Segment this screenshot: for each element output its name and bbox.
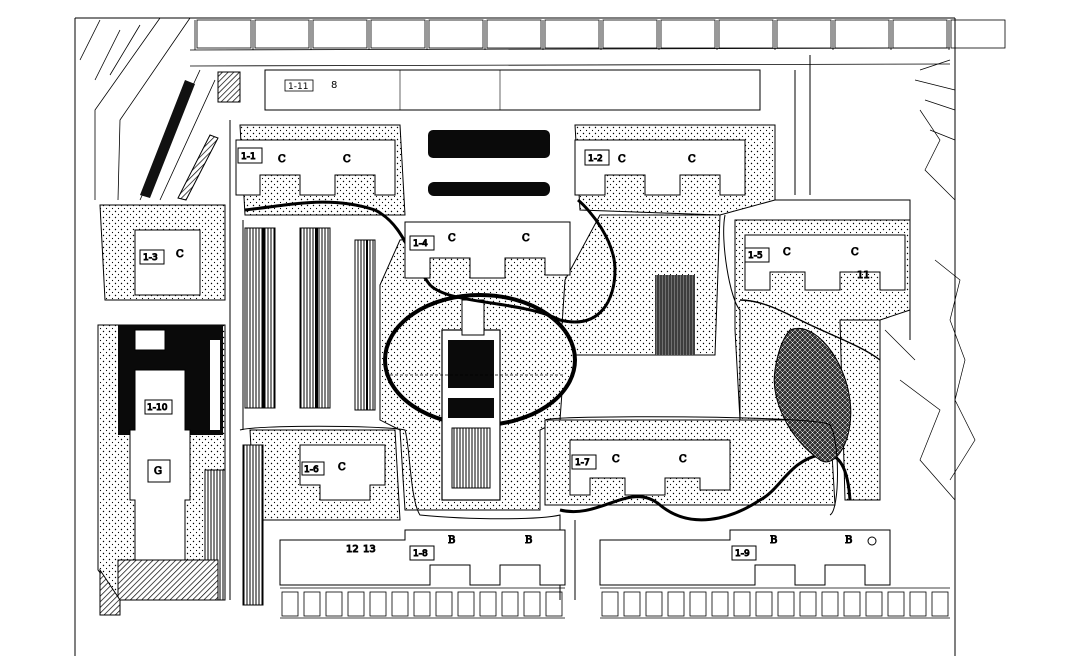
parking-slot	[312, 19, 368, 49]
parking-slot	[523, 591, 541, 617]
parking-slot	[887, 591, 905, 617]
parking-slot	[777, 591, 795, 617]
parking-slot	[545, 591, 563, 617]
parking-slot	[931, 591, 949, 617]
building-1-11: 1-11 8	[264, 69, 761, 111]
parking-slot	[370, 19, 426, 49]
label-1-9: 1-9	[735, 549, 750, 559]
parking-slot	[486, 19, 542, 49]
label-1-3: 1-3	[143, 253, 158, 263]
type-letter: C	[522, 233, 530, 244]
parking-slot	[457, 591, 475, 617]
parking-slot	[909, 591, 927, 617]
parking-slot	[391, 591, 409, 617]
building-1-6: 1-6 C	[299, 444, 386, 501]
bottom-parking-strip	[280, 587, 950, 619]
building-1-1: 1-1 C C	[235, 139, 396, 196]
parking-slot	[865, 591, 883, 617]
type-letter: C	[679, 454, 687, 465]
parking-slot	[479, 591, 497, 617]
type-letter: B	[770, 535, 777, 546]
drawing-frame	[74, 17, 956, 656]
type-letter: B	[845, 535, 852, 546]
number-13: 13	[363, 544, 376, 555]
parking-slot	[834, 19, 890, 49]
number-12: 12	[346, 544, 359, 555]
parking-slot	[950, 19, 1006, 49]
parking-slot	[799, 591, 817, 617]
parking-slot	[667, 591, 685, 617]
label-1-1: 1-1	[241, 152, 256, 162]
parking-slot	[843, 591, 861, 617]
parking-slot	[660, 19, 716, 49]
label-1-5: 1-5	[748, 251, 763, 261]
label-1-4: 1-4	[413, 239, 428, 249]
parking-slot	[303, 591, 321, 617]
type-letter: C	[688, 154, 696, 165]
type-letter: C	[448, 233, 456, 244]
parking-slot	[755, 591, 773, 617]
diagonal-parking	[140, 71, 241, 201]
label-1-2: 1-2	[588, 154, 603, 164]
vertical-parking-bays	[204, 227, 695, 606]
parking-slot	[281, 591, 299, 617]
label-1-10: 1-10	[147, 403, 168, 413]
number-8: 8	[331, 80, 337, 91]
internal-roads	[229, 55, 911, 600]
type-letter: G	[154, 466, 162, 477]
parking-slot	[718, 19, 774, 49]
building-1-3: 1-3 C	[134, 229, 201, 296]
number-11: 11	[857, 270, 870, 281]
parking-slot	[602, 19, 658, 49]
label-1-8: 1-8	[413, 549, 428, 559]
building-1-8: 1-8 B B 12 13	[279, 529, 566, 586]
lower-left-plinth	[99, 568, 121, 616]
parking-slot	[428, 19, 484, 49]
parking-slot	[821, 591, 839, 617]
parking-slot	[413, 591, 431, 617]
parking-slot	[776, 19, 832, 49]
parking-slot	[689, 591, 707, 617]
parking-slot	[325, 591, 343, 617]
building-1-5: 1-5 C C 11	[744, 234, 906, 291]
parking-slot	[254, 19, 310, 49]
type-letter: C	[278, 154, 286, 165]
type-letter: C	[338, 462, 346, 473]
building-1-10: 1-10 G	[129, 369, 191, 561]
parking-slot	[435, 591, 453, 617]
type-letter: C	[851, 247, 859, 258]
parking-slot	[733, 591, 751, 617]
parking-slot	[645, 591, 663, 617]
parking-slot	[544, 19, 600, 49]
type-letter: C	[176, 249, 184, 260]
label-1-6: 1-6	[304, 465, 319, 475]
buildings: 1-1 C C 1-2 C C 1-3 C 1-4 C C	[129, 139, 906, 586]
right-edge-terrain	[884, 59, 976, 501]
parking-slot	[196, 19, 252, 49]
building-1-4: 1-4 C C	[404, 221, 571, 279]
type-letter: C	[343, 154, 351, 165]
building-1-2: 1-2 C C	[574, 139, 746, 196]
parking-slot	[501, 591, 519, 617]
building-1-9: 1-9 B B	[599, 529, 891, 586]
label-1-7: 1-7	[575, 458, 590, 468]
type-letter: C	[618, 154, 626, 165]
parking-slot	[601, 591, 619, 617]
type-letter: C	[612, 454, 620, 465]
type-letter: B	[448, 535, 455, 546]
parking-slot	[892, 19, 948, 49]
type-letter: B	[525, 535, 532, 546]
label-1-11: 1-11	[288, 82, 308, 92]
parking-slot	[369, 591, 387, 617]
building-1-7: 1-7 C C	[569, 439, 731, 496]
parking-slot	[711, 591, 729, 617]
type-letter: C	[783, 247, 791, 258]
parking-slot	[347, 591, 365, 617]
top-parking-strip	[189, 19, 1006, 67]
central-plaza	[383, 293, 577, 501]
central-parking-bars	[428, 130, 550, 196]
parking-slot	[623, 591, 641, 617]
